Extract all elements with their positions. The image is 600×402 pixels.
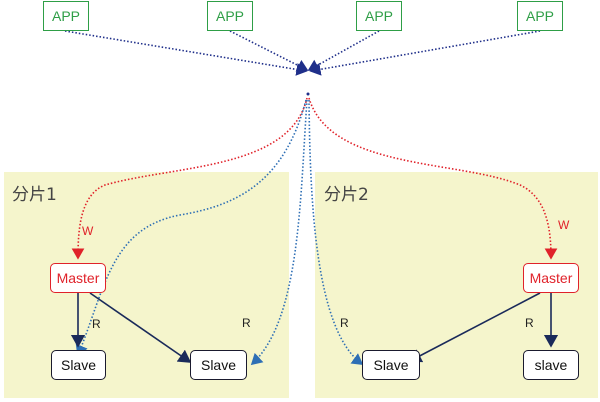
proxy-point xyxy=(306,92,310,96)
shard-2-master: Master xyxy=(523,263,579,293)
shard-1-master: Master xyxy=(50,263,106,293)
write-path-shard-2 xyxy=(308,97,558,260)
app-4-line xyxy=(309,30,541,76)
app-box-1: APP xyxy=(43,1,89,31)
read-label-shard-1-b: R xyxy=(242,316,251,330)
write-path-shard-1 xyxy=(71,97,308,260)
read-path-shard-1-slave-2 xyxy=(250,99,308,366)
app-box-3: APP xyxy=(356,1,402,31)
shard-1-slave-2: Slave xyxy=(190,350,247,380)
read-path-shard-1-slave-1 xyxy=(75,99,307,357)
shard-1-slave-1: Slave xyxy=(51,350,106,380)
app-3-line xyxy=(307,30,380,71)
app-1-line xyxy=(64,30,308,76)
app-2-line xyxy=(229,30,309,72)
repl-s2-master-slave1 xyxy=(408,292,541,363)
write-label-shard-1: W xyxy=(82,224,94,238)
app-box-4: APP xyxy=(517,1,563,31)
shard-2-slave-2: slave xyxy=(523,350,579,380)
shard-2-slave-1: Slave xyxy=(362,350,420,380)
shard-1-label: 分片1 xyxy=(12,185,57,205)
write-label-shard-2: W xyxy=(558,218,570,232)
app-box-2: APP xyxy=(207,1,253,31)
read-label-shard-1-a: R xyxy=(92,317,101,331)
read-label-shard-2-a: R xyxy=(340,316,349,330)
repl-s1-master-slave2 xyxy=(89,292,192,363)
shard-2-label: 分片2 xyxy=(324,185,369,205)
read-label-shard-2-b: R xyxy=(525,316,534,330)
app-to-proxy-lines xyxy=(64,30,541,76)
read-path-shard-2-slave-1 xyxy=(308,99,364,365)
